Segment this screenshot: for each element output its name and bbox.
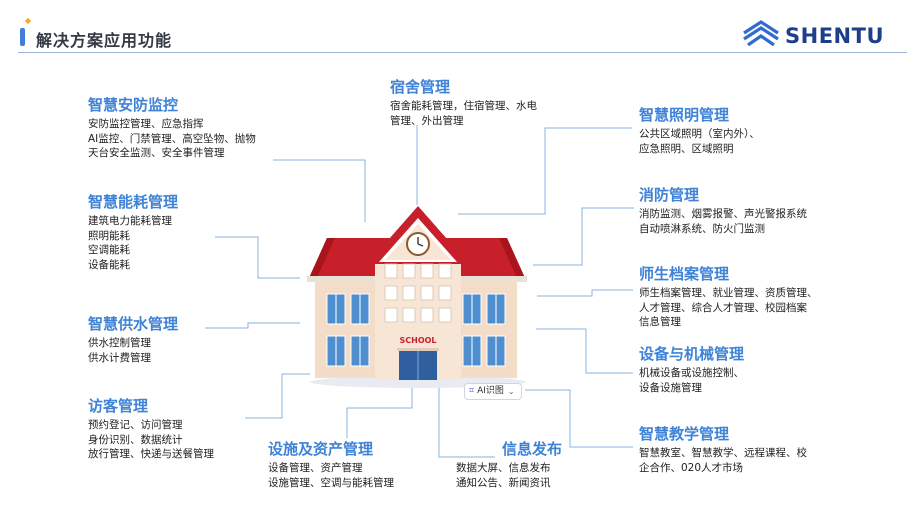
feature-line: 身份识别、数据统计 (88, 433, 183, 446)
scan-icon: ⌗ (469, 386, 475, 396)
connector-teaching (525, 389, 633, 448)
connector-water (205, 322, 300, 329)
connector-archive (537, 289, 633, 297)
feature-line: 预约登记、访问管理 (88, 419, 183, 431)
feature-teaching: 智慧教学管理 智慧教室、智慧教学、远程课程、校 企合作、020人才市场 (639, 425, 807, 475)
feature-line: 机械设备或设施控制、 (639, 367, 744, 379)
feature-line: 企合作、020人才市场 (639, 461, 744, 474)
feature-line: 通知公告、新闻资讯 (456, 476, 551, 489)
feature-equipment: 设备与机械管理 机械设备或设施控制、 设备设施管理 (639, 345, 744, 395)
feature-line: 信息管理 (639, 316, 681, 328)
feature-assets: 设施及资产管理 设备管理、资产管理 设施管理、空调与能耗管理 (268, 440, 394, 490)
connector-info (438, 382, 495, 458)
feature-visitor: 访客管理 预约登记、访问管理 身份识别、数据统计 放行管理、快递与送餐管理 (88, 397, 214, 462)
feature-title: 智慧能耗管理 (88, 193, 179, 211)
connector-security (273, 159, 366, 222)
feature-title: 消防管理 (639, 186, 700, 204)
feature-line: 天台安全监测、安全事件管理 (88, 147, 225, 159)
feature-archive: 师生档案管理 师生档案管理、就业管理、资质管理、 人才管理、综合人才管理、校园档… (639, 265, 818, 330)
feature-line: 空调能耗 (88, 244, 130, 256)
feature-security: 智慧安防监控 安防监控管理、应急指挥 AI监控、门禁管理、高空坠物、抛物 天台安… (88, 96, 256, 161)
feature-title: 师生档案管理 (639, 265, 730, 283)
feature-line: 设施管理、空调与能耗管理 (268, 476, 394, 489)
feature-line: 设备设施管理 (639, 381, 702, 394)
feature-line: AI监控、门禁管理、高空坠物、抛物 (88, 132, 256, 145)
feature-dorm: 宿舍管理 宿舍能耗管理，住宿管理、水电 管理、外出管理 (390, 78, 537, 128)
shentu-logo-icon (743, 20, 779, 46)
feature-line: 管理、外出管理 (390, 114, 464, 127)
connector-visitor (245, 373, 310, 419)
feature-line: 建筑电力能耗管理 (88, 215, 172, 227)
feature-line: 数据大屏、信息发布 (456, 462, 551, 474)
feature-title: 智慧照明管理 (639, 106, 730, 124)
ai-recognize-button[interactable]: ⌗ AI识图 ⌄ (464, 383, 522, 400)
feature-line: 照明能耗 (88, 229, 130, 242)
feature-title: 宿舍管理 (390, 78, 451, 96)
feature-title: 智慧教学管理 (639, 425, 730, 443)
feature-line: 智慧教室、智慧教学、远程课程、校 (639, 447, 807, 459)
connector-equipment (536, 328, 633, 374)
feature-title: 访客管理 (88, 397, 149, 415)
school-sign: SCHOOL (399, 336, 436, 345)
feature-info: 信息发布 数据大屏、信息发布 通知公告、新闻资讯 (456, 440, 562, 490)
feature-title: 智慧安防监控 (88, 96, 179, 114)
connector-fire (533, 207, 634, 266)
feature-lighting: 智慧照明管理 公共区域照明（室内外）、 应急照明、区域照明 (639, 106, 760, 156)
feature-line: 设备管理、资产管理 (268, 462, 363, 474)
feature-line: 安防监控管理、应急指挥 (88, 118, 204, 130)
feature-line: 公共区域照明（室内外）、 (639, 128, 760, 140)
feature-title: 设备与机械管理 (639, 345, 745, 363)
feature-fire: 消防管理 消防监测、烟雾报警、声光警报系统 自动喷淋系统、防火门监测 (639, 186, 807, 236)
feature-line: 消防监测、烟雾报警、声光警报系统 (639, 208, 807, 220)
feature-title: 智慧供水管理 (88, 315, 179, 333)
feature-water: 智慧供水管理 供水控制管理 供水计费管理 (88, 315, 178, 365)
feature-title: 设施及资产管理 (268, 440, 374, 458)
page-title: 解决方案应用功能 (36, 31, 173, 50)
logo-text: SHENTU (785, 24, 884, 48)
feature-line: 放行管理、快递与送餐管理 (88, 448, 214, 460)
school-building-illustration: SCHOOL (307, 206, 527, 388)
feature-title: 信息发布 (502, 440, 563, 458)
connector-lighting (458, 127, 632, 215)
feature-line: 自动喷淋系统、防火门监测 (639, 222, 765, 235)
connector-energy (215, 236, 300, 279)
chevron-down-icon: ⌄ (507, 387, 515, 396)
feature-line: 供水计费管理 (88, 351, 151, 364)
feature-line: 人才管理、综合人才管理、校园档案 (639, 301, 807, 314)
feature-energy: 智慧能耗管理 建筑电力能耗管理 照明能耗 空调能耗 设备能耗 (88, 193, 178, 272)
ai-button-label: AI识图 (477, 386, 504, 396)
feature-line: 应急照明、区域照明 (639, 142, 734, 155)
feature-line: 宿舍能耗管理，住宿管理、水电 (390, 100, 537, 112)
accent-icon (20, 18, 31, 46)
header-divider (18, 52, 907, 53)
connector-assets (346, 382, 413, 438)
feature-line: 师生档案管理、就业管理、资质管理、 (639, 287, 818, 299)
feature-line: 设备能耗 (88, 258, 130, 271)
feature-line: 供水控制管理 (88, 337, 151, 349)
